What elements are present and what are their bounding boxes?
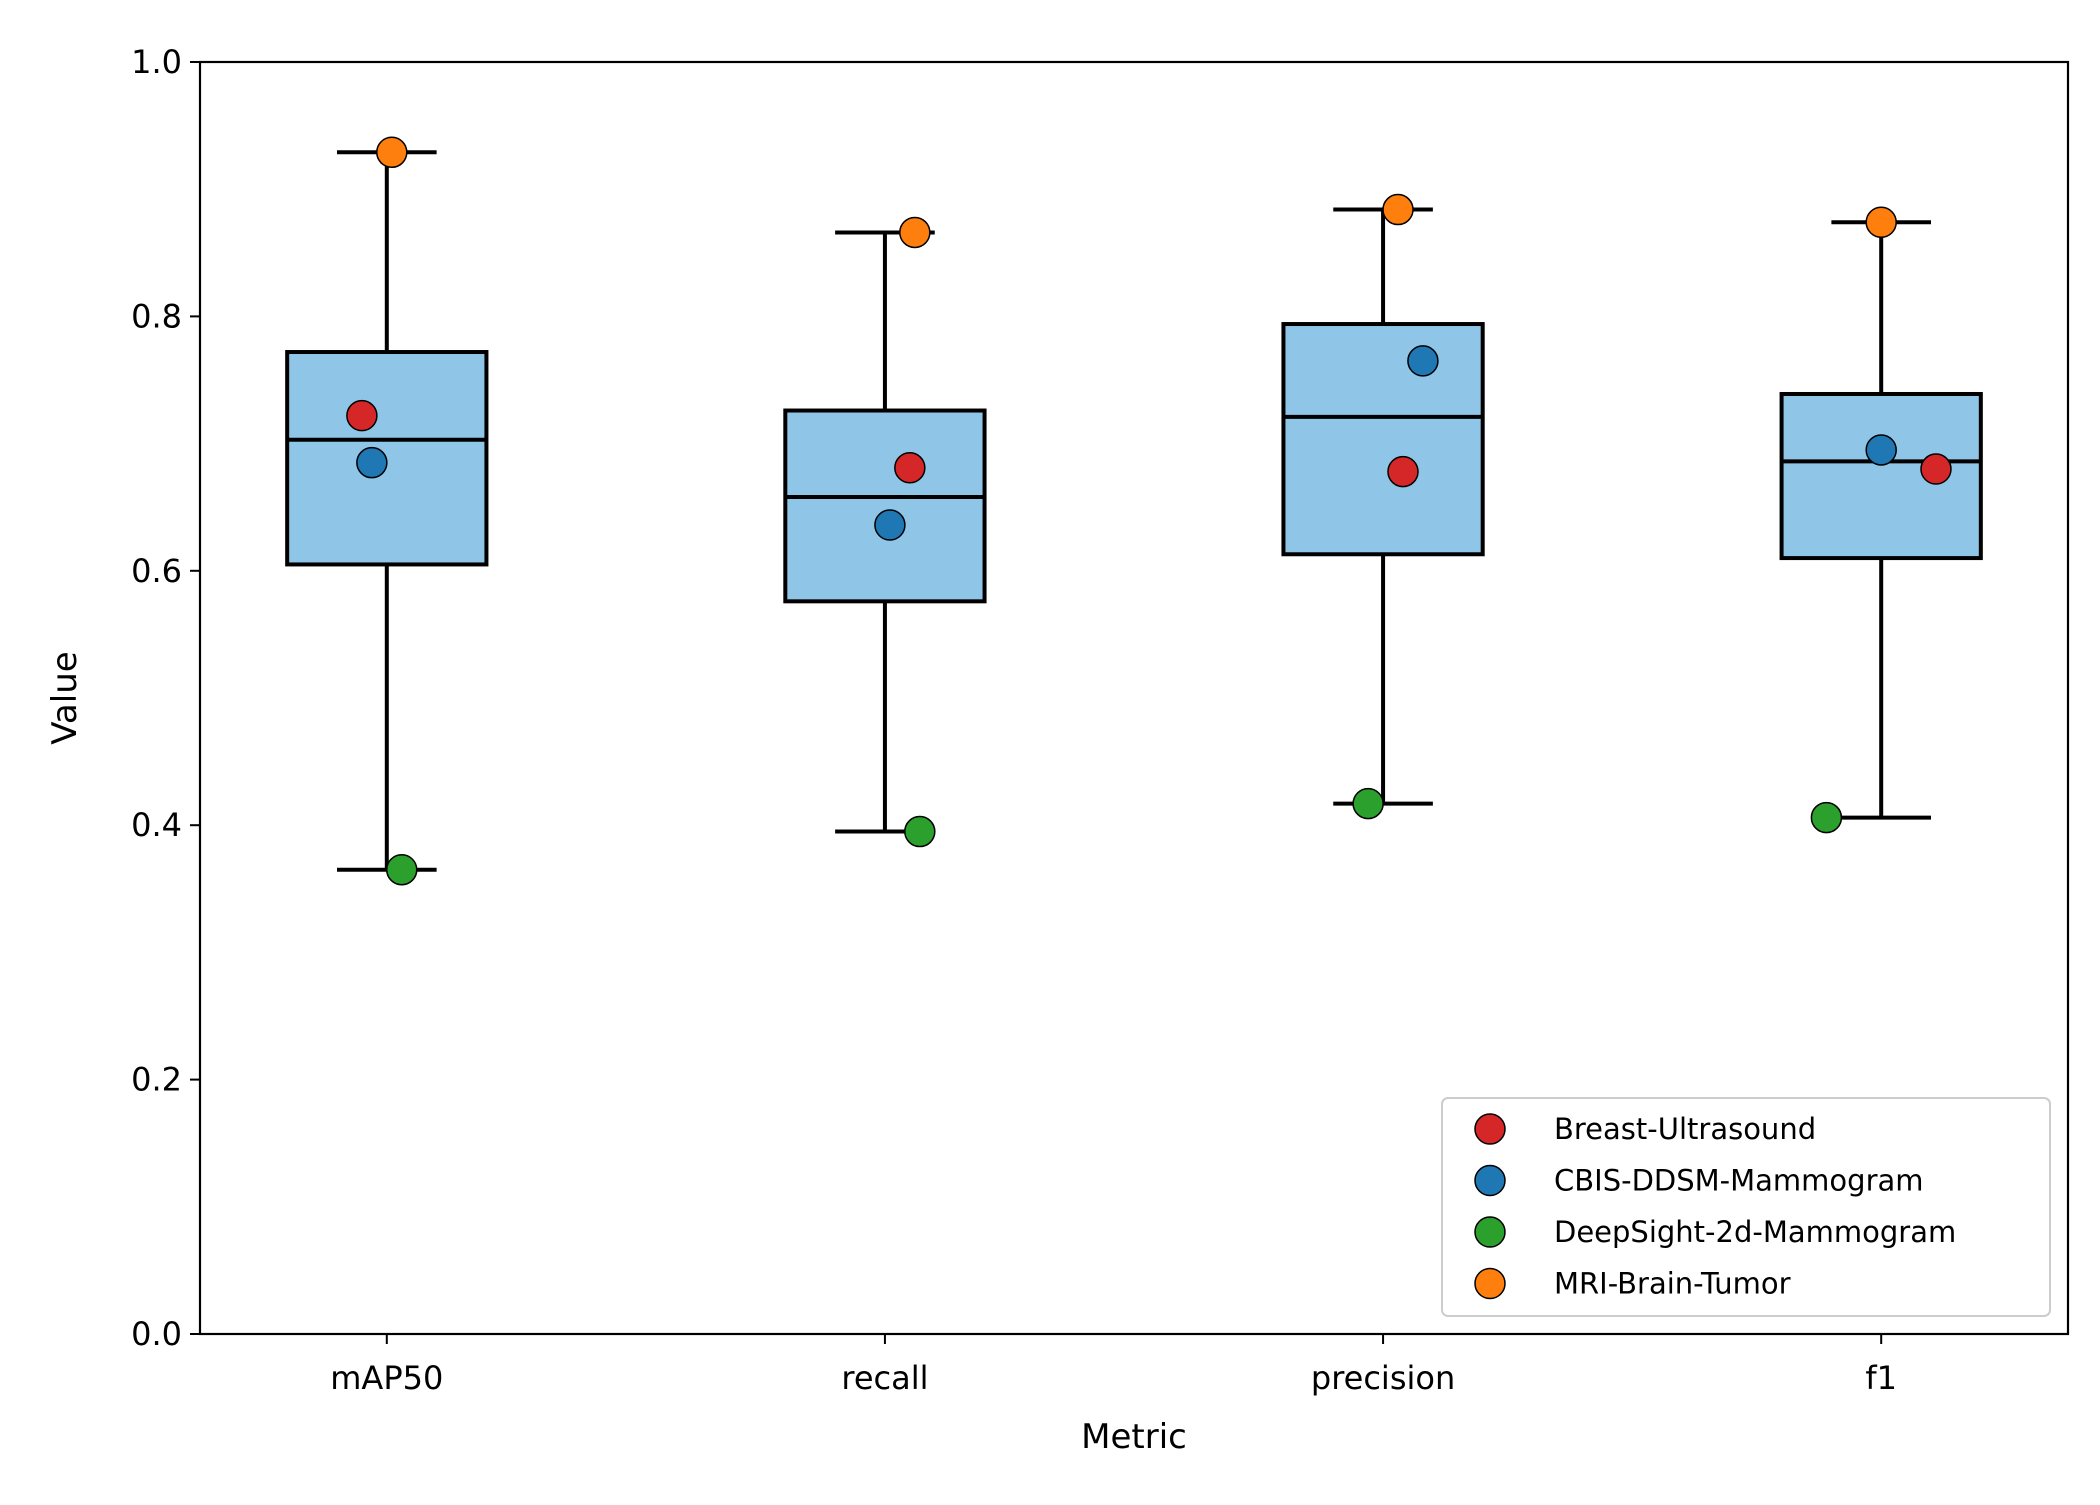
point-MRI-Brain-Tumor-mAP50 xyxy=(376,136,408,169)
points-layer xyxy=(346,136,1952,886)
legend: Breast-UltrasoundCBIS-DDSM-MammogramDeep… xyxy=(1441,1097,2051,1317)
x-tick-label: mAP50 xyxy=(330,1359,443,1397)
y-axis-title: Value xyxy=(45,651,85,744)
point-Breast-Ultrasound-precision xyxy=(1387,455,1419,488)
point-MRI-Brain-Tumor-precision xyxy=(1382,193,1414,226)
point-DeepSight-2d-Mammogram-mAP50 xyxy=(385,853,418,886)
legend-label: MRI-Brain-Tumor xyxy=(1554,1267,1791,1301)
point-Breast-Ultrasound-mAP50 xyxy=(346,399,378,432)
legend-marker-CBIS-DDSM-Mammogram xyxy=(1474,1164,1506,1197)
legend-label: DeepSight-2d-Mammogram xyxy=(1554,1215,1956,1249)
point-CBIS-DDSM-Mammogram-recall xyxy=(874,509,906,541)
box-recall xyxy=(783,230,987,834)
series-CBIS-DDSM-Mammogram xyxy=(356,345,1897,541)
point-Breast-Ultrasound-f1 xyxy=(1920,453,1952,485)
point-Breast-Ultrasound-recall xyxy=(894,452,926,484)
legend-marker-MRI-Brain-Tumor xyxy=(1474,1267,1506,1300)
series-Breast-Ultrasound xyxy=(346,399,1952,488)
point-DeepSight-2d-Mammogram-recall xyxy=(904,815,936,848)
box-precision xyxy=(1281,207,1485,806)
legend-marker-Breast-Ultrasound xyxy=(1474,1113,1506,1145)
y-tick-label: 0.0 xyxy=(131,1315,182,1353)
x-tick-label: precision xyxy=(1311,1359,1455,1397)
y-tick-label: 0.8 xyxy=(131,297,182,335)
legend-label: CBIS-DDSM-Mammogram xyxy=(1554,1164,1924,1198)
y-tick-label: 0.6 xyxy=(131,552,182,590)
x-tick-label: recall xyxy=(841,1359,928,1397)
x-tick-label: f1 xyxy=(1865,1359,1897,1397)
series-MRI-Brain-Tumor xyxy=(376,136,1897,249)
box-body-recall xyxy=(783,408,987,604)
y-tick-label: 0.4 xyxy=(131,806,182,844)
legend-frame xyxy=(1441,1097,2051,1317)
y-tick-label: 0.2 xyxy=(131,1061,182,1099)
point-MRI-Brain-Tumor-f1 xyxy=(1865,206,1897,239)
x-axis: mAP50 recall precision f1 xyxy=(330,1334,1897,1397)
boxes-layer xyxy=(285,150,1983,872)
point-DeepSight-2d-Mammogram-f1 xyxy=(1810,801,1843,834)
point-DeepSight-2d-Mammogram-precision xyxy=(1352,787,1384,820)
y-axis: 0.0 0.2 0.4 0.6 0.8 1.0 xyxy=(131,43,200,1353)
legend-marker-DeepSight-2d-Mammogram xyxy=(1474,1216,1506,1248)
box-body-precision xyxy=(1281,322,1485,557)
point-CBIS-DDSM-Mammogram-f1 xyxy=(1865,434,1897,466)
y-tick-label: 1.0 xyxy=(131,43,182,81)
legend-label: Breast-Ultrasound xyxy=(1554,1112,1816,1146)
series-DeepSight-2d-Mammogram xyxy=(385,787,1843,886)
plot-frame xyxy=(198,60,2070,1336)
point-MRI-Brain-Tumor-recall xyxy=(899,216,931,249)
point-CBIS-DDSM-Mammogram-mAP50 xyxy=(356,446,388,479)
point-CBIS-DDSM-Mammogram-precision xyxy=(1407,345,1439,377)
x-axis-title: Metric xyxy=(1081,1417,1187,1457)
box-body-f1 xyxy=(1779,391,1983,561)
